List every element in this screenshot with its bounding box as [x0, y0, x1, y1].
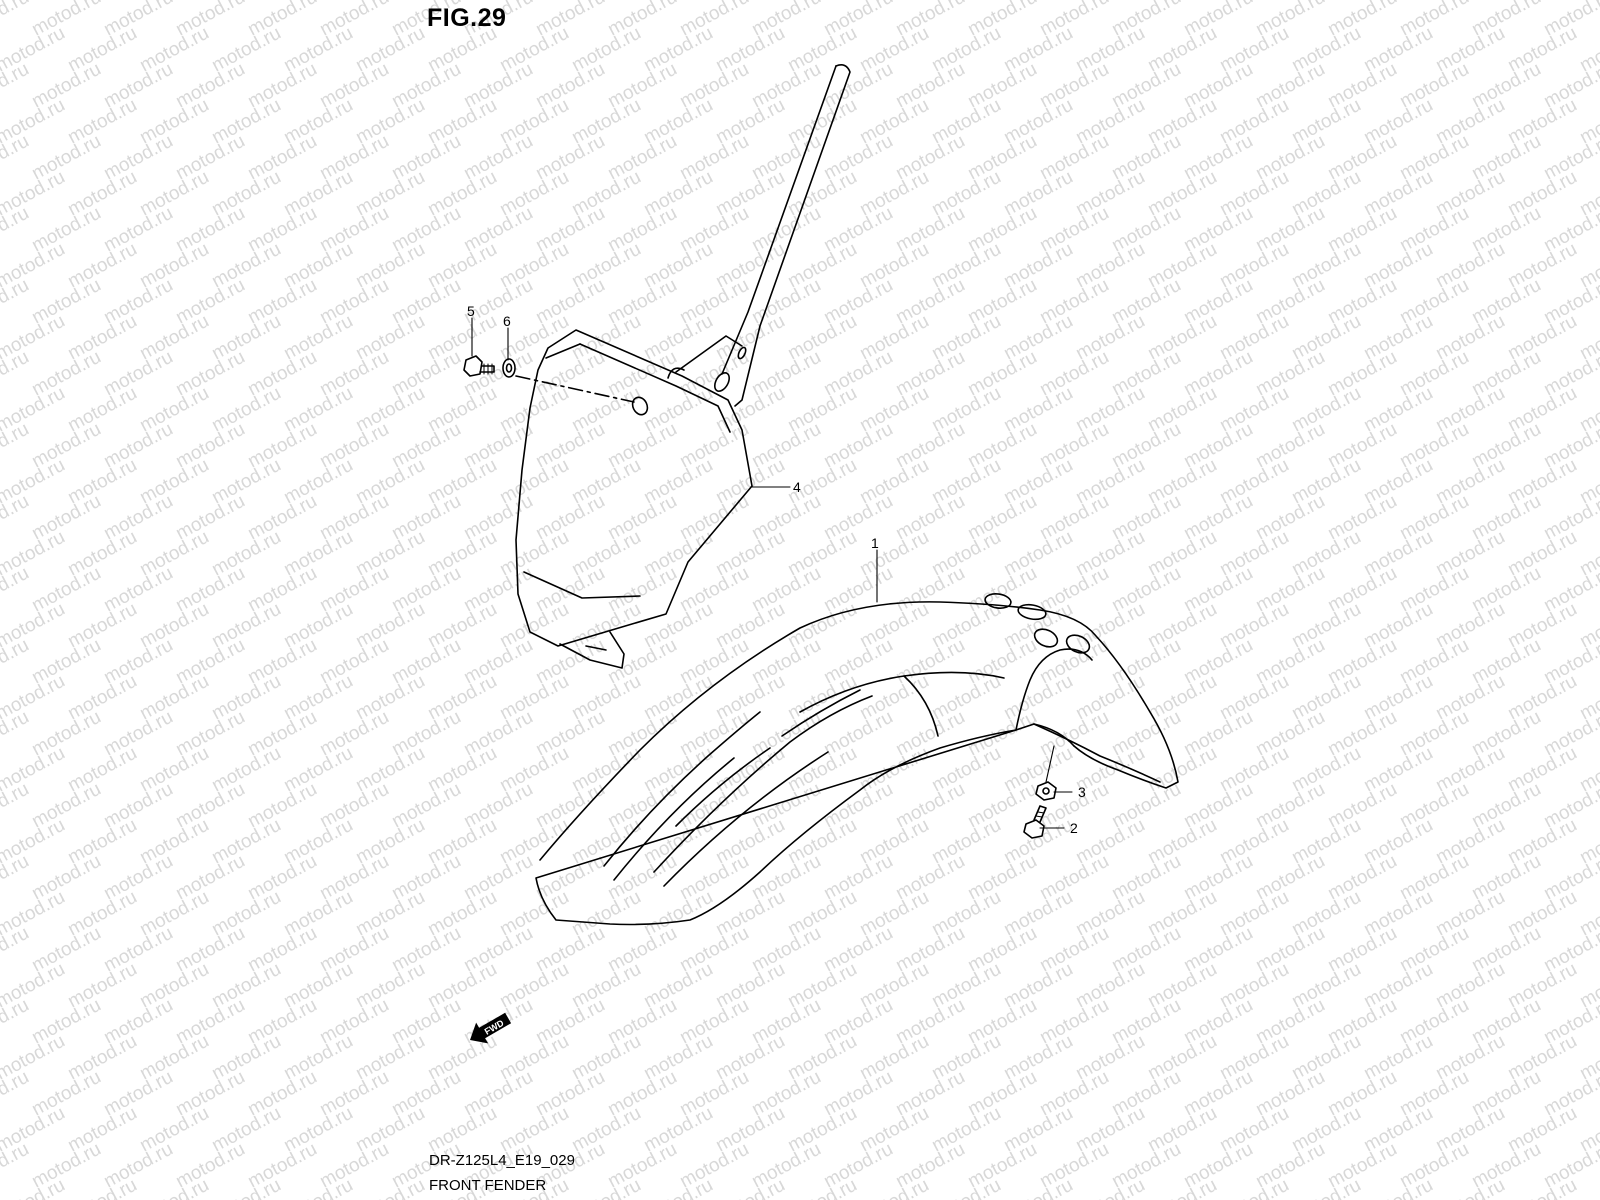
callout-2: 2 — [1070, 820, 1078, 836]
bolt-2-icon — [1023, 805, 1047, 839]
figure-name: FRONT FENDER — [429, 1177, 547, 1194]
callout-5: 5 — [467, 303, 475, 319]
callout-1: 1 — [871, 535, 879, 551]
figure-code: DR-Z125L4_E19_029 — [429, 1152, 575, 1169]
callout-3: 3 — [1078, 784, 1086, 800]
fwd-arrow-icon: FWD — [470, 1012, 512, 1044]
bolt-alignment-line — [515, 375, 635, 403]
callout-6: 6 — [503, 313, 511, 329]
number-plate — [515, 64, 851, 669]
bolt-5-icon — [463, 355, 495, 377]
nut-6-icon — [502, 358, 516, 378]
front-fender — [535, 593, 1179, 926]
callout-4: 4 — [793, 479, 801, 495]
figure-title: FIG.29 — [427, 4, 507, 32]
leader-lines — [471, 317, 1073, 829]
nut-3-icon — [1035, 781, 1057, 801]
